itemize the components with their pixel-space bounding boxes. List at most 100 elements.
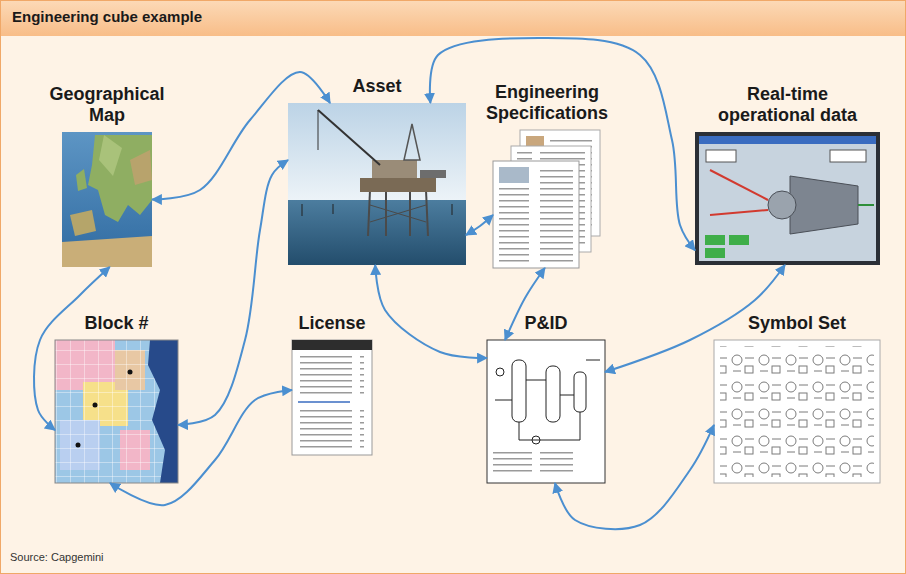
specification-pages-part <box>499 188 529 262</box>
license-document-part <box>298 356 364 396</box>
specification-pages-part <box>533 167 573 262</box>
license-document-part <box>292 340 372 455</box>
licence-block-map-part <box>55 340 178 483</box>
map-picture-part <box>130 150 152 185</box>
licence-block-map-part <box>93 403 98 408</box>
control-screen-part <box>858 204 874 206</box>
connector-arrow <box>466 215 493 235</box>
offshore-platform-photo-part <box>318 110 319 150</box>
licence-block-map-part <box>76 443 81 448</box>
offshore-platform-photo-part <box>302 204 303 216</box>
map-picture-part <box>70 210 96 236</box>
specification-pages <box>493 130 600 268</box>
control-screen-part <box>699 136 876 144</box>
symbol-set-sheet <box>714 340 880 483</box>
picture-node: Block # <box>55 340 178 483</box>
offshore-platform-photo-part <box>409 190 411 236</box>
node-heading: License <box>272 313 392 335</box>
node-heading-group: Real-time operational data <box>703 84 873 127</box>
control-screen-part <box>729 235 749 245</box>
license-document-part <box>292 340 372 350</box>
source-note: Source: Capgemini <box>10 551 104 563</box>
control-screen-part <box>705 248 725 258</box>
pid-drawing-part <box>487 340 605 483</box>
connector-arrow <box>375 265 487 358</box>
offshore-platform-photo-part <box>360 178 436 192</box>
map-picture-part <box>62 132 152 267</box>
node-heading-group: Engineering Specifications <box>477 82 617 125</box>
pid-drawing-part <box>495 360 600 440</box>
offshore-platform-photo-part <box>288 103 466 203</box>
node-heading: Asset <box>317 76 437 98</box>
diagram-title: Engineering cube example <box>12 8 202 25</box>
specification-pages-part <box>499 167 529 183</box>
offshore-platform-photo-part <box>452 204 453 215</box>
node-heading: Geographical Map <box>37 84 177 127</box>
offshore-platform-photo-part <box>318 110 380 165</box>
control-screen-part <box>705 235 725 245</box>
picture-node: Engineering Specifications <box>493 130 601 268</box>
pid-drawing-part <box>574 372 586 412</box>
picture-node: Real-time operational data <box>695 132 880 265</box>
picture-node: Asset <box>288 103 466 265</box>
map-picture-part <box>62 236 152 267</box>
licence-block-map <box>55 340 178 483</box>
pid-drawing-part <box>496 368 504 376</box>
connector-arrow <box>34 267 110 430</box>
connector-arrow <box>555 425 714 529</box>
licence-block-map-part <box>55 340 178 483</box>
licence-block-map-part <box>55 340 178 483</box>
control-screen-part <box>830 150 866 162</box>
control-screen-part <box>706 150 736 162</box>
node-heading: Symbol Set <box>722 313 872 335</box>
license-document-part <box>298 401 350 403</box>
license-document <box>292 340 372 455</box>
offshore-platform-photo-part <box>333 204 334 214</box>
offshore-platform-photo-part <box>370 205 426 222</box>
header-bar <box>1 1 905 36</box>
pid-drawing-part <box>512 360 526 422</box>
picture-node: Symbol Set <box>714 340 880 483</box>
node-heading-group: Geographical Map <box>37 84 177 127</box>
connector-arrow <box>178 160 288 425</box>
pid-drawing-part <box>546 366 560 422</box>
licence-block-map-part <box>128 370 133 375</box>
licence-block-map-part <box>148 340 178 483</box>
control-screen-part <box>710 170 768 200</box>
picture-node: License <box>292 340 372 455</box>
pid-drawing-part <box>532 436 540 444</box>
map-picture-part <box>99 135 122 176</box>
node-heading-group: License <box>272 313 392 335</box>
specification-pages-part <box>493 161 579 268</box>
symbol-set-sheet-part <box>720 346 874 477</box>
offshore-platform-photo-part <box>404 124 420 160</box>
license-document-part <box>298 408 364 448</box>
node-heading-group: Block # <box>47 313 187 335</box>
offshore-platform-photo-part <box>370 205 426 222</box>
offshore-platform-photo-part <box>426 190 428 236</box>
node-heading-group: P&ID <box>486 313 606 335</box>
control-screen <box>695 132 880 265</box>
node-heading: Real-time operational data <box>703 84 873 127</box>
control-screen-part <box>710 210 768 215</box>
map-picture-part <box>88 135 152 222</box>
control-screen-part <box>695 132 880 265</box>
node-heading: Block # <box>47 313 187 335</box>
connector-arrow <box>430 38 695 250</box>
picture-node: Geographical Map <box>62 132 152 267</box>
map-picture-part <box>76 169 87 191</box>
node-heading: Engineering Specifications <box>477 82 617 125</box>
offshore-platform-photo-part <box>288 200 466 265</box>
pid-drawing <box>487 340 605 483</box>
pid-drawing-part <box>493 452 573 476</box>
control-screen-part <box>699 136 876 261</box>
symbol-set-sheet-part <box>714 340 880 483</box>
node-heading-group: Symbol Set <box>722 313 872 335</box>
offshore-platform-photo-part <box>368 190 370 236</box>
node-heading: P&ID <box>486 313 606 335</box>
offshore-platform-photo-part <box>385 190 387 236</box>
offshore-platform-photo-part <box>420 170 446 178</box>
picture-node: P&ID <box>487 340 605 483</box>
